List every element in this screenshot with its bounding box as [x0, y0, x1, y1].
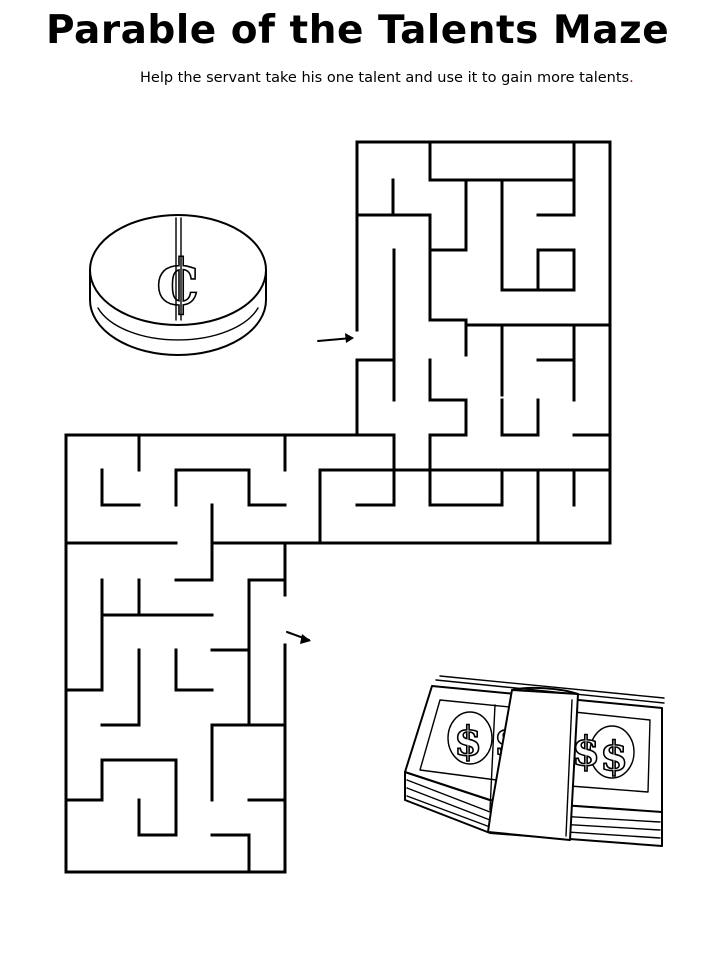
instructions-sentence: Help the servant take his one talent and… [140, 70, 630, 86]
maze-inner-walls-lower [64, 433, 287, 874]
page-title: Parable of the Talents Maze [46, 8, 670, 53]
maze-end-arrow [286, 631, 311, 644]
instructions-text: Help the servant take his one talent and… [140, 68, 634, 88]
maze-outer-wall [64, 140, 612, 874]
bill-symbol-right-b: $ [600, 733, 628, 780]
maze [64, 140, 612, 874]
coin-symbol: ¢ [153, 236, 203, 321]
instructions-period: . [629, 70, 634, 86]
bill-symbol-right-a: $ [572, 728, 600, 775]
maze-start-arrow [317, 333, 354, 343]
coin-cent-icon: ¢ [89, 214, 267, 356]
maze-inner-walls [283, 140, 612, 545]
money-stack-icon: $ $ $ $ [404, 675, 665, 847]
bill-symbol-left: $ [454, 718, 482, 765]
